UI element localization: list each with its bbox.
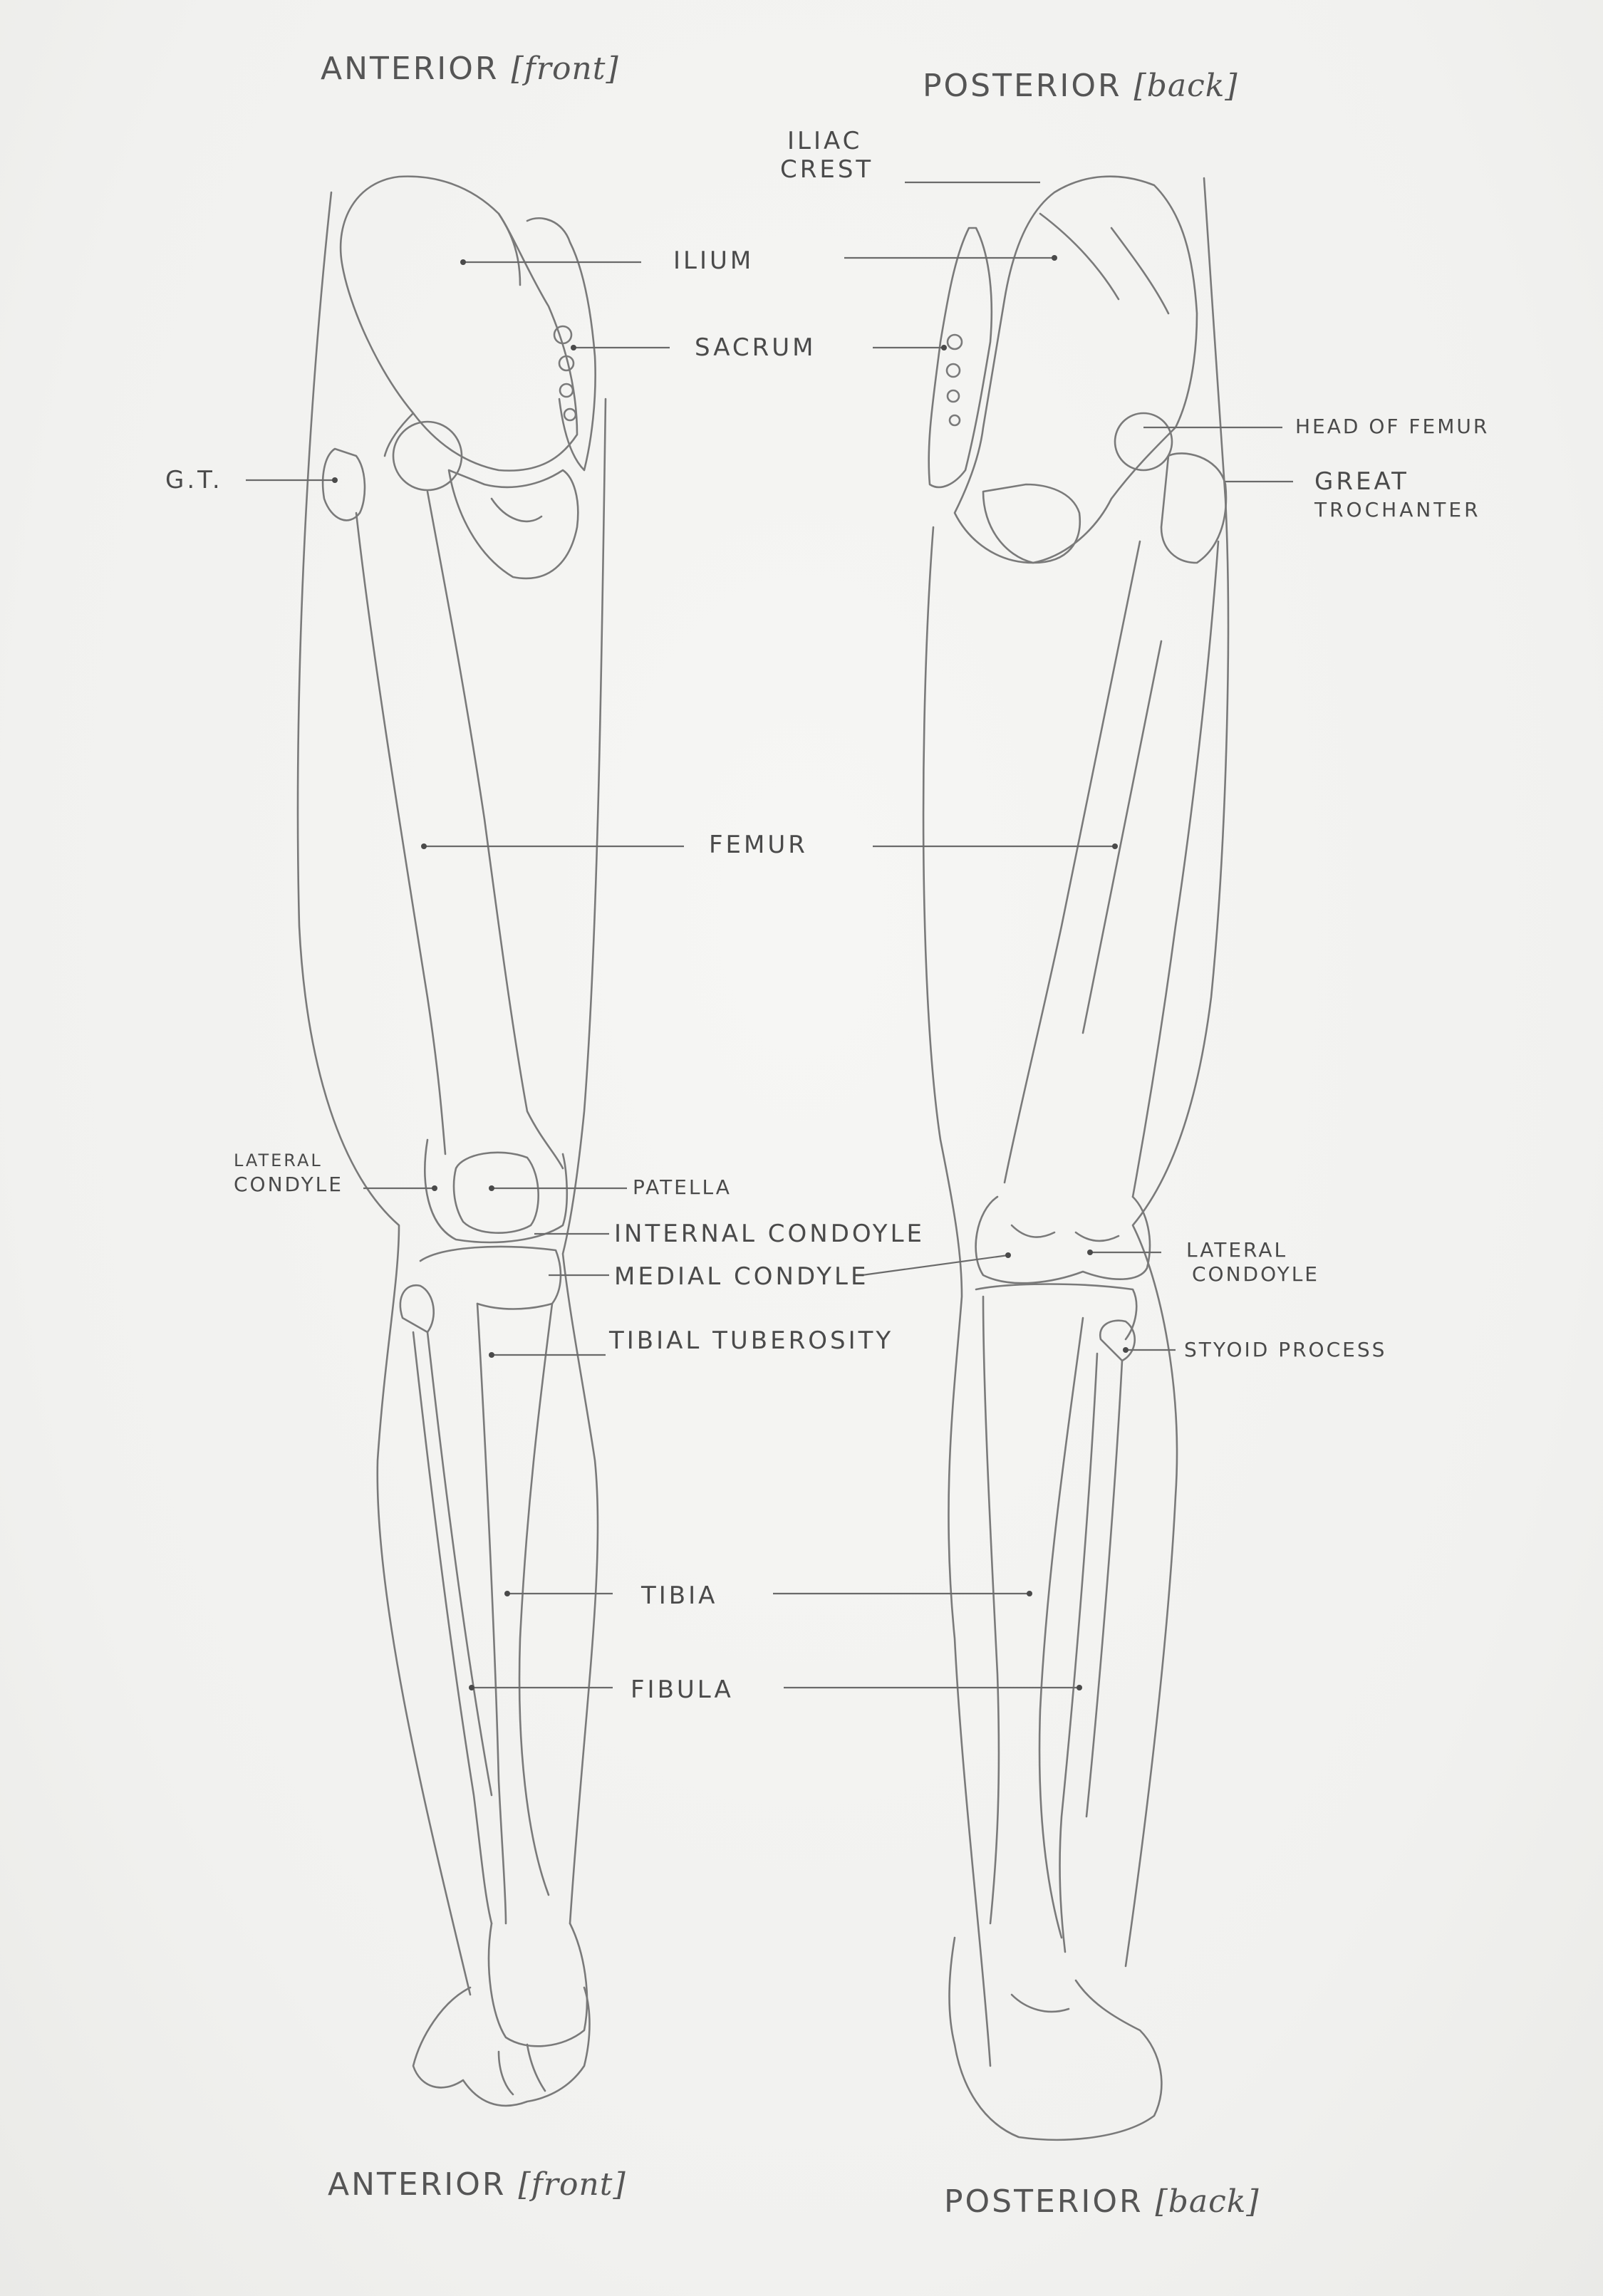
- anterior-femoral-head: [392, 420, 463, 492]
- header-posterior-bottom-bracket: [back]: [1155, 2183, 1260, 2220]
- anterior-leg-outline-inner: [561, 398, 607, 1925]
- header-posterior-top: POSTERIOR [back]: [923, 68, 1238, 104]
- anterior-tibia-plateau: [419, 1245, 562, 1310]
- label-tibial-tuberosity: TIBIAL TUBEROSITY: [609, 1326, 894, 1355]
- posterior-tibia-plateau: [975, 1283, 1138, 1341]
- header-anterior-top-main: ANTERIOR: [321, 51, 499, 87]
- posterior-obturator: [982, 483, 1081, 564]
- label-tibia: TIBIA: [641, 1581, 718, 1610]
- label-lateral-condyle-left-line1: LATERAL: [234, 1150, 323, 1170]
- anterior-ilium: [339, 175, 579, 472]
- posterior-ilium: [953, 175, 1198, 564]
- label-sacrum: SACRUM: [695, 333, 816, 362]
- anterior-sacrum: [526, 217, 596, 472]
- anterior-femur-condyles: [424, 1138, 569, 1244]
- anterior-tibia-right: [518, 1302, 554, 1896]
- anterior-fibula-shaft: [412, 1331, 493, 1925]
- label-lateral-condoyle-right-line1: LATERAL: [1186, 1238, 1288, 1262]
- header-anterior-bottom-main: ANTERIOR: [328, 2166, 507, 2203]
- label-head-of-femur: HEAD OF FEMUR: [1295, 415, 1490, 438]
- label-ilium: ILIUM: [673, 246, 754, 275]
- posterior-femoral-head: [1114, 412, 1173, 472]
- anterior-femur-shaft-right: [426, 490, 564, 1170]
- anterior-foot: [412, 1986, 591, 2107]
- label-lateral-condoyle-right-line2: CONDOYLE: [1192, 1262, 1319, 1286]
- label-great-trochanter: GREAT TROCHANTER: [1314, 467, 1481, 524]
- header-anterior-top-bracket: [front]: [511, 51, 619, 87]
- posterior-femur-condyles: [975, 1195, 1151, 1284]
- posterior-leg-outline-right: [1124, 177, 1230, 1968]
- anterior-tibia-left: [476, 1302, 507, 1925]
- label-lateral-condyle-left-line2: CONDYLE: [234, 1173, 343, 1196]
- label-fibula: FIBULA: [631, 1676, 734, 1704]
- posterior-femur-shaft-right: [1131, 540, 1220, 1198]
- header-anterior-bottom: ANTERIOR [front]: [328, 2167, 626, 2203]
- posterior-fibula-head: [1099, 1319, 1136, 1362]
- label-lateral-condoyle-right: LATERAL CONDOYLE: [1186, 1238, 1319, 1287]
- anterior-femur-shaft-left: [355, 511, 447, 1155]
- leader-medial-condyle-right: [861, 1254, 1009, 1277]
- label-iliac-crest-line1: ILIAC: [787, 127, 863, 155]
- posterior-greater-trochanter: [1160, 452, 1228, 564]
- label-medial-condyle: MEDIAL CONDYLE: [614, 1262, 869, 1291]
- label-styoid-process: STYOID PROCESS: [1184, 1338, 1387, 1361]
- header-posterior-bottom-main: POSTERIOR: [944, 2183, 1143, 2220]
- posterior-sacrum: [928, 227, 993, 489]
- posterior-leg-outline-left: [922, 526, 992, 2067]
- anterior-fibula-head: [399, 1284, 435, 1334]
- label-internal-condoyle: INTERNAL CONDOYLE: [614, 1220, 925, 1248]
- anterior-greater-trochanter: [321, 447, 366, 521]
- posterior-tibia-left: [982, 1295, 1000, 1925]
- label-iliac-crest-line2: CREST: [780, 155, 874, 184]
- label-gt: G.T.: [165, 466, 223, 494]
- anterior-patella-shape: [452, 1151, 539, 1234]
- header-anterior-top: ANTERIOR [front]: [321, 51, 619, 87]
- anterior-pubis: [447, 469, 579, 580]
- header-posterior-bottom: POSTERIOR [back]: [944, 2184, 1260, 2220]
- header-posterior-top-main: POSTERIOR: [923, 68, 1122, 104]
- label-great-trochanter-line2: TROCHANTER: [1314, 498, 1481, 521]
- label-patella: PATELLA: [633, 1175, 732, 1199]
- posterior-fibula-shaft: [1059, 1352, 1099, 1953]
- posterior-femur-shaft-left: [1003, 540, 1141, 1184]
- anterior-ankle: [487, 1922, 588, 2047]
- header-anterior-bottom-bracket: [front]: [518, 2166, 626, 2203]
- label-femur: FEMUR: [709, 831, 808, 859]
- posterior-ankle: [948, 1936, 1163, 2141]
- posterior-tibia-right: [1038, 1316, 1084, 1939]
- label-iliac-crest: ILIAC CREST: [780, 127, 873, 184]
- label-great-trochanter-line1: GREAT: [1314, 467, 1409, 496]
- anterior-leg-outline-outer: [296, 191, 472, 1996]
- header-posterior-top-bracket: [back]: [1133, 68, 1238, 104]
- label-lateral-condyle-left: LATERAL CONDYLE: [234, 1148, 343, 1197]
